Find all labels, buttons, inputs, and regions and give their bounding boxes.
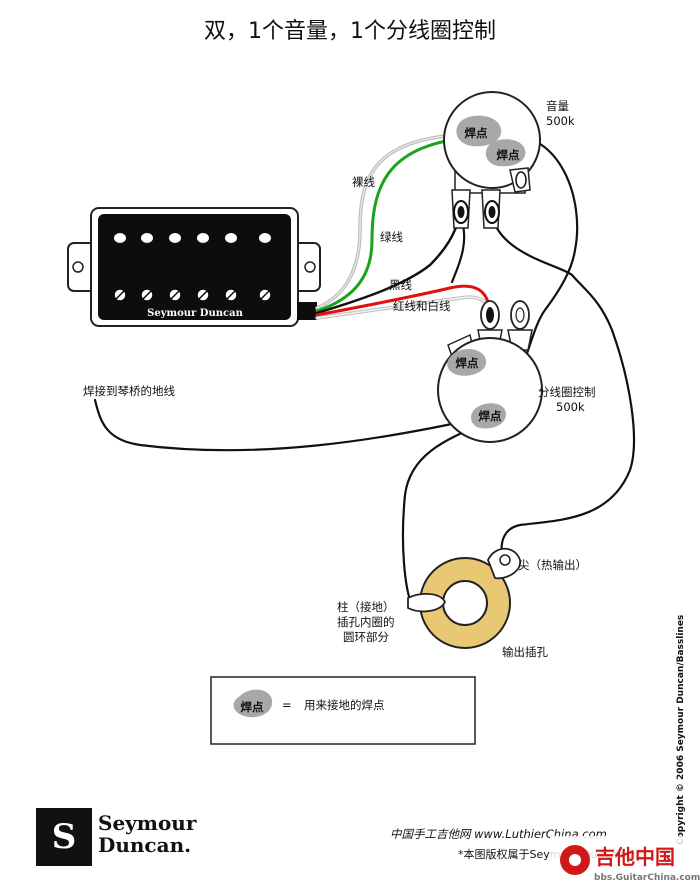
solder-label-volume-2: 焊点 xyxy=(497,148,520,162)
solder-blob-volume-1 xyxy=(456,115,502,147)
bridge-ground-wire xyxy=(93,398,482,452)
pickup-bottom-poles xyxy=(113,288,272,302)
pickup-cover xyxy=(98,214,291,320)
solder-label-volume-1: 焊点 xyxy=(465,126,488,140)
green-wire xyxy=(315,135,474,313)
bridge-ground-label: 焊接到琴桥的地线 xyxy=(83,384,175,398)
solder-blob-split-2 xyxy=(471,403,506,429)
jack-tip-label: 尖（热输出） xyxy=(518,558,587,572)
jack-name-label: 输出插孔 xyxy=(502,645,548,659)
jack-sleeve-lug xyxy=(407,593,447,613)
logo-line-1: Seymour xyxy=(98,811,197,835)
bare-wire-label: 裸线 xyxy=(352,175,375,189)
volume-pot: 焊点 焊点 xyxy=(443,91,541,229)
ground-wire-to-jack xyxy=(401,423,482,607)
legend-text: 用来接地的焊点 xyxy=(304,698,385,712)
volume-pot-value: 500k xyxy=(546,114,575,128)
split-pot-name: 分线圈控制 xyxy=(538,385,596,399)
solder-label-split-1: 焊点 xyxy=(456,356,479,370)
black-wire-label: 黑线 xyxy=(389,278,412,292)
output-jack xyxy=(407,547,521,649)
seymour-duncan-logo: S Seymour Duncan. xyxy=(36,808,197,866)
wires xyxy=(93,132,635,607)
solder-blob-volume-2 xyxy=(485,139,526,167)
svg-text:S: S xyxy=(52,817,77,857)
split-pot-value: 500k xyxy=(556,400,585,414)
humbucker-pickup: Seymour Duncan xyxy=(67,207,321,327)
watermark-sub: bbs.GuitarChina.com xyxy=(594,873,700,883)
diagram-title: 双，1个音量，1个分线圈控制 xyxy=(204,19,496,44)
legend-solder-label: 焊点 xyxy=(241,700,264,714)
pickup-cable-exit xyxy=(297,302,317,320)
jack-sleeve-label-3: 圆环部分 xyxy=(343,630,389,644)
green-wire-label: 绿线 xyxy=(380,230,403,244)
jack-sleeve-label-1: 柱（接地） xyxy=(337,600,395,614)
legend-equals: = xyxy=(282,698,292,712)
watermark-main: 吉他中国 xyxy=(595,845,675,869)
red-wire xyxy=(315,284,492,317)
logo-line-2: Duncan. xyxy=(98,833,191,857)
copyright-text: Copyright © 2006 Seymour Duncan/Bassline… xyxy=(676,615,686,845)
black-wire-pickup xyxy=(315,213,462,315)
pickup-top-poles xyxy=(114,233,271,243)
solder-blob-split-1 xyxy=(447,348,487,376)
legend-solder-blob xyxy=(233,689,273,718)
pickup-brand-label: Seymour Duncan xyxy=(147,308,243,319)
watermark: 吉他中国 bbs.GuitarChina.com xyxy=(550,836,700,885)
volume-pot-name: 音量 xyxy=(546,99,569,113)
legend-box: 焊点 = 用来接地的焊点 xyxy=(210,676,476,745)
solder-label-split-2: 焊点 xyxy=(479,409,502,423)
red-white-wire-label: 红线和白线 xyxy=(393,299,451,313)
hot-wire-to-tip xyxy=(490,213,635,557)
split-pot: 焊点 焊点 xyxy=(437,300,543,443)
jack-sleeve-label-2: 插孔内圈的 xyxy=(337,615,395,629)
